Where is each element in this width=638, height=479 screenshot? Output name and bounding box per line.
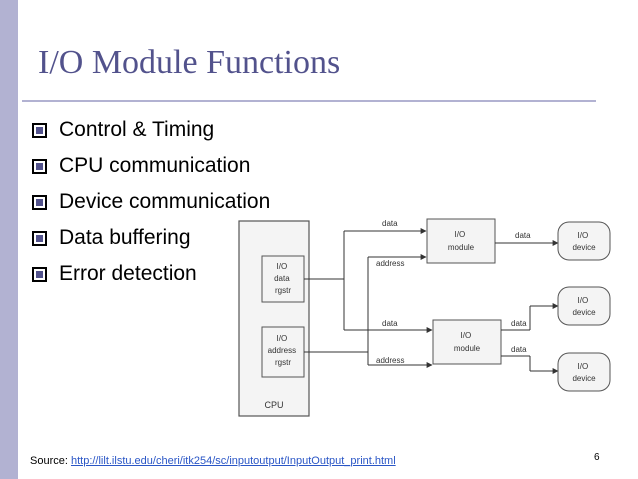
io-device-box [557, 352, 611, 392]
address-register-line: address [268, 346, 296, 355]
svg-text:I/O address rgstr: I/O address rgstr [268, 334, 299, 367]
bullet-item: Error detection [32, 256, 270, 292]
data-register-box [261, 255, 305, 303]
bus-label-address: address [376, 259, 404, 268]
io-module-top-box [426, 218, 496, 264]
bullet-item: Data buffering [32, 220, 270, 256]
source-citation: Source: http://lilt.ilstu.edu/cheri/itk2… [30, 455, 396, 467]
bullet-item: Control & Timing [32, 112, 270, 148]
io-module-top-line: module [448, 243, 475, 252]
bullet-item: CPU communication [32, 148, 270, 184]
io-device-line: I/O [578, 362, 589, 371]
svg-text:I/O data rgstr: I/O data rgstr [274, 262, 292, 295]
bullet-text: Device communication [59, 190, 271, 213]
source-link[interactable]: http://lilt.ilstu.edu/cheri/itk254/sc/in… [70, 455, 396, 467]
page-number: 6 [594, 452, 600, 463]
svg-text:I/O module: I/O module [454, 331, 481, 353]
io-device-line: device [572, 243, 596, 252]
io-device-line: I/O [578, 231, 589, 240]
square-bullet-icon [32, 122, 47, 138]
title-divider [22, 100, 596, 102]
square-bullet-icon [32, 230, 47, 246]
io-device-box [557, 221, 611, 261]
square-bullet-icon [32, 266, 47, 282]
bullet-list: Control & Timing CPU communication Devic… [32, 112, 270, 292]
io-module-top-line: I/O [455, 230, 466, 239]
bus-label-data: data [382, 219, 398, 228]
device-data-label: data [511, 345, 527, 354]
address-register-box [261, 326, 305, 378]
side-accent-bar [0, 0, 18, 479]
svg-text:I/O module: I/O module [448, 230, 475, 252]
device-data-label: data [511, 319, 527, 328]
bus-label-data: data [382, 319, 398, 328]
svg-text:I/O device: I/O device [572, 362, 596, 383]
io-module-bottom-line: I/O [461, 331, 472, 340]
cpu-label: CPU [264, 400, 283, 410]
cpu-box [238, 220, 310, 417]
address-register-line: rgstr [275, 358, 291, 367]
io-device-line: device [572, 374, 596, 383]
data-register-line: data [274, 274, 290, 283]
slide-title: I/O Module Functions [38, 44, 341, 81]
svg-text:I/O device: I/O device [572, 296, 596, 317]
io-device-line: I/O [578, 296, 589, 305]
io-device-line: device [572, 308, 596, 317]
bullet-text: Control & Timing [59, 118, 215, 141]
bullet-text: CPU communication [59, 154, 251, 177]
io-device-box [557, 286, 611, 326]
bullet-text: Data buffering [59, 226, 191, 249]
source-label: Source: [30, 455, 71, 467]
square-bullet-icon [32, 158, 47, 174]
io-module-bottom-box [432, 319, 502, 365]
data-register-line: I/O [277, 262, 288, 271]
address-register-line: I/O [277, 334, 288, 343]
bullet-text: Error detection [59, 262, 197, 285]
data-register-line: rgstr [275, 286, 291, 295]
bus-label-address: address [376, 356, 404, 365]
svg-text:I/O device: I/O device [572, 231, 596, 252]
bullet-item: Device communication [32, 184, 270, 220]
square-bullet-icon [32, 194, 47, 210]
device-data-label: data [515, 231, 531, 240]
io-module-bottom-line: module [454, 344, 481, 353]
